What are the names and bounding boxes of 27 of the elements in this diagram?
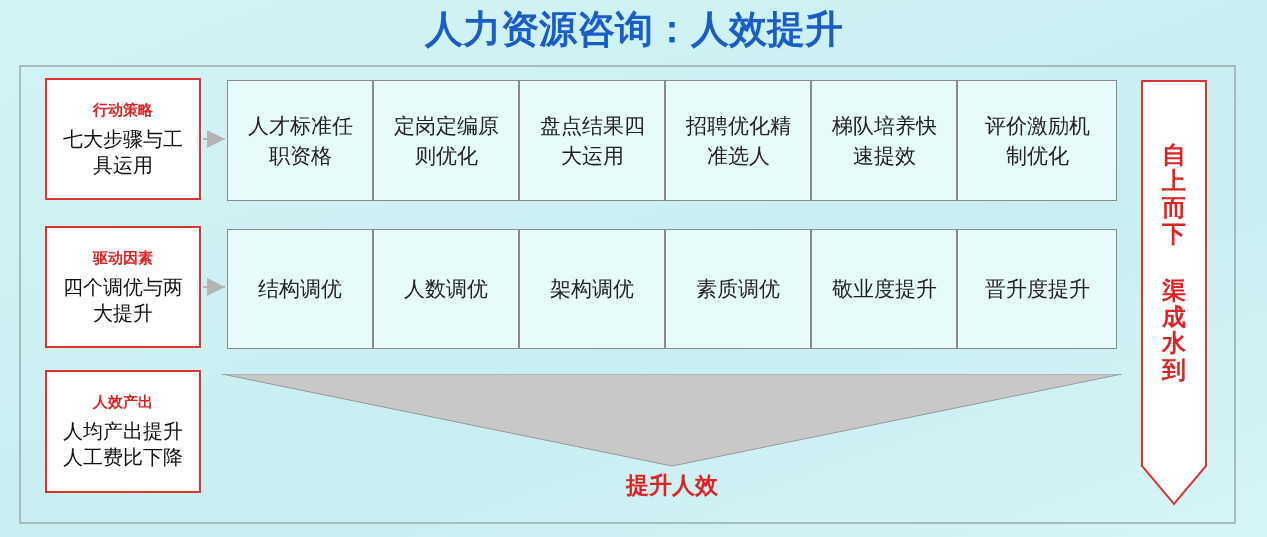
item-cell: 人数调优 — [373, 229, 519, 349]
item-cell: 晋升度提升 — [957, 229, 1117, 349]
category-box — [45, 226, 201, 348]
category-heading: 人效产出 — [93, 393, 153, 412]
title: 人力资源咨询：人效提升 — [423, 5, 844, 53]
arrow — [202, 278, 226, 296]
category-text: 七大步骤与工具运用 — [63, 125, 183, 178]
item-cell: 评价激励机制优化 — [957, 80, 1117, 201]
result-label: 提升人效 — [624, 471, 719, 500]
item-cell: 梯队培养快速提效 — [811, 80, 957, 201]
arrow — [202, 130, 226, 148]
item-cell: 人才标准任职资格 — [227, 80, 373, 201]
vertical-text: 渠成水到 — [1162, 277, 1186, 384]
category-text: 四个调优与两大提升 — [63, 273, 183, 326]
item-cell: 结构调优 — [227, 229, 373, 349]
item-cell: 定岗定编原则优化 — [373, 80, 519, 201]
item-cell: 盘点结果四大运用 — [519, 80, 665, 201]
category-heading: 驱动因素 — [93, 248, 153, 268]
category-heading: 行动策略 — [93, 100, 153, 120]
vertical-text: 自上而下 — [1162, 142, 1186, 248]
item-cell: 素质调优 — [665, 229, 811, 349]
category-box — [45, 370, 201, 493]
item-cell: 敬业度提升 — [811, 229, 957, 349]
item-cell: 招聘优化精准选人 — [665, 80, 811, 201]
category-text: 人均产出提升人工费比下降 — [63, 418, 183, 470]
category-box — [45, 78, 201, 200]
item-cell: 架构调优 — [519, 229, 665, 349]
